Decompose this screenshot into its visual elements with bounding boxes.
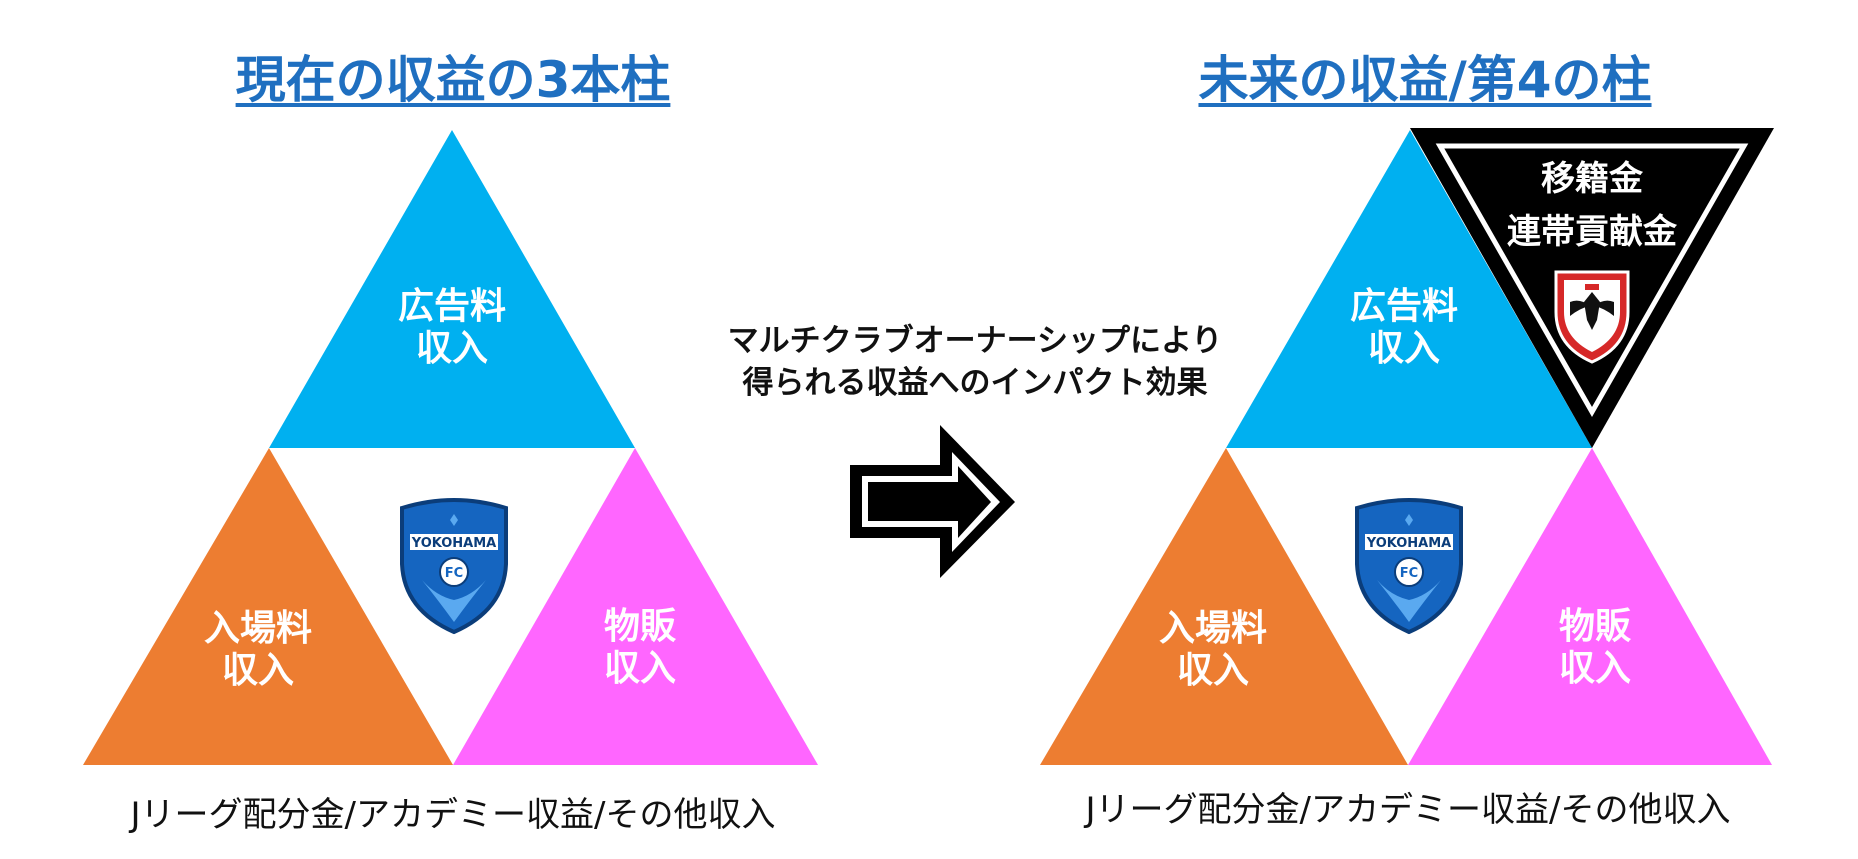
merchandise-label-future-2: 収入 [1559, 648, 1631, 689]
yokohama-fc-crest-icon: YOKOHAMA FC [400, 498, 508, 635]
admission-triangle [83, 448, 453, 765]
admission-triangle-future [1040, 448, 1408, 765]
merchandise-label-2: 収入 [604, 648, 676, 689]
advertising-label-2: 収入 [416, 328, 488, 369]
current-other-revenue-footer: Jリーグ配分金/アカデミー収益/その他収入 [130, 795, 776, 835]
impact-line-1: マルチクラブオーナーシップにより [727, 323, 1223, 359]
admission-label-future-2: 収入 [1177, 650, 1249, 691]
partner-club-crest-icon [1554, 270, 1630, 364]
admission-label-future: 入場料 [1159, 608, 1267, 649]
impact-description: マルチクラブオーナーシップにより 得られる収益へのインパクト効果 [728, 320, 1223, 404]
impact-line-2: 得られる収益へのインパクト効果 [742, 365, 1208, 401]
crest-text: YOKOHAMA [411, 536, 496, 551]
transfer-fee-label: 移籍金 [1541, 159, 1644, 199]
crest-text-future: YOKOHAMA [1366, 536, 1451, 551]
solidarity-contribution-label: 連帯貢献金 [1507, 212, 1678, 252]
advertising-label-future-2: 収入 [1368, 328, 1440, 369]
merchandise-label-future: 物販 [1559, 606, 1632, 647]
admission-label: 入場料 [204, 608, 312, 649]
advertising-label-future: 広告料 [1350, 286, 1458, 327]
admission-label-2: 収入 [222, 650, 294, 691]
merchandise-label: 物販 [604, 606, 677, 647]
future-revenue-heading: 未来の収益/第4の柱 [1198, 51, 1652, 109]
right-arrow-icon [850, 425, 1015, 578]
advertising-label: 広告料 [398, 286, 506, 327]
merchandise-triangle [453, 448, 818, 765]
yokohama-fc-crest-icon-future: YOKOHAMA FC [1355, 498, 1463, 635]
current-revenue-heading: 現在の収益の3本柱 [235, 51, 671, 109]
advertising-triangle [269, 130, 635, 448]
advertising-triangle-future [1226, 130, 1592, 448]
transfer-fee-triangle-inner-border [1435, 143, 1749, 418]
future-other-revenue-footer: Jリーグ配分金/アカデミー収益/その他収入 [1085, 790, 1731, 830]
merchandise-triangle-future [1408, 448, 1772, 765]
crest-badge: FC [445, 566, 463, 581]
crest-badge-future: FC [1400, 566, 1418, 581]
